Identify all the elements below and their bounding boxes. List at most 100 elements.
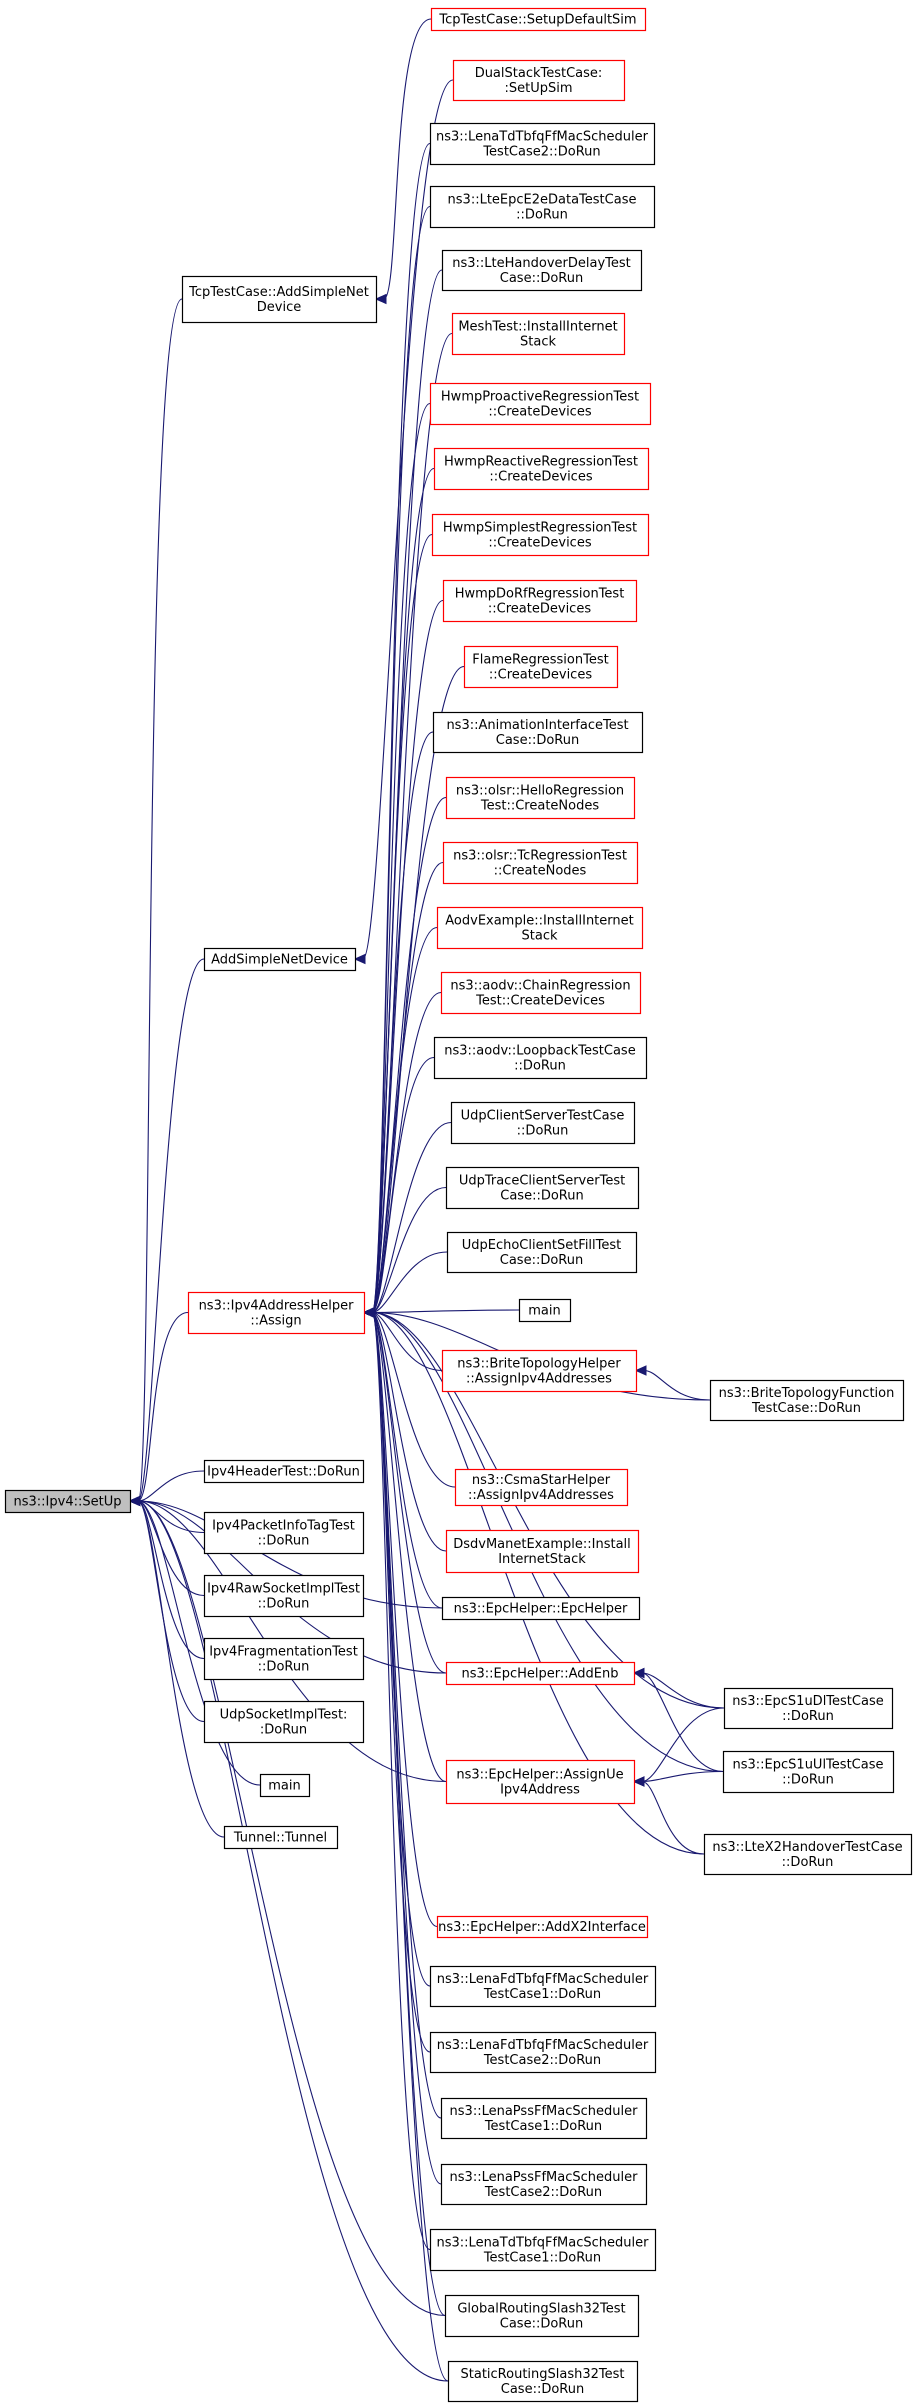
edge-n2-n0 [137,958,205,1502]
edge-n30-n3 [371,1251,448,1314]
graph-node-n0[interactable]: ns3::Ipv4::SetUp [4,1489,132,1514]
graph-node-n23[interactable]: ns3::olsr::HelloRegressionTest::CreateNo… [445,776,636,820]
arrowhead [632,1776,645,1787]
node-label: HwmpSimplestRegressionTest [443,521,637,536]
graph-node-n8[interactable]: UdpSocketImplTest::DoRun [203,1700,365,1744]
graph-node-n27[interactable]: ns3::aodv::LoopbackTestCase::DoRun [433,1036,648,1080]
graph-node-n11[interactable]: TcpTestCase::SetupDefaultSim [430,7,647,32]
node-label: Case::DoRun [500,1253,583,1268]
node-label: ns3::BriteTopologyFunction [719,1386,895,1401]
graph-node-n14[interactable]: ns3::LteEpcE2eDataTestCase::DoRun [429,185,656,229]
graph-node-n31[interactable]: main [518,1298,572,1323]
node-box [429,382,652,426]
node-label: ::CreateNodes [494,864,587,879]
graph-node-n41[interactable]: ns3::LenaPssFfMacSchedulerTestCase1::DoR… [440,2097,648,2140]
node-box [203,947,357,972]
graph-node-n32[interactable]: ns3::BriteTopologyHelper::AssignIpv4Addr… [441,1349,638,1393]
node-box [203,1637,365,1681]
node-label: Case::DoRun [501,2382,584,2397]
node-label: StaticRoutingSlash32Test [461,2367,625,2382]
edge-n14-n3 [371,205,431,1314]
node-label: TestCase2::DoRun [483,2053,601,2068]
graph-node-n36[interactable]: ns3::EpcHelper::AddEnb [445,1661,636,1686]
node-label: UdpSocketImplTest: [220,1708,348,1723]
node-box [447,2360,639,2403]
graph-node-n49[interactable]: ns3::LteX2HandoverTestCase::DoRun [703,1833,913,1876]
graph-node-n35[interactable]: ns3::EpcHelper::EpcHelper [441,1596,641,1621]
graph-node-n6[interactable]: Ipv4RawSocketImplTest::DoRun [203,1574,365,1618]
node-label: FlameRegressionTest [472,653,608,668]
graph-node-n17[interactable]: HwmpProactiveRegressionTest::CreateDevic… [429,382,652,426]
graph-node-n47[interactable]: ns3::EpcS1uDlTestCase::DoRun [723,1687,894,1730]
graph-node-n7[interactable]: Ipv4FragmentationTest::DoRun [203,1637,365,1681]
node-box [203,1700,365,1744]
node-box [433,1036,648,1080]
node-box [440,971,642,1015]
graph-node-n1[interactable]: TcpTestCase::AddSimpleNetDevice [181,275,378,324]
edge-n36-n3 [371,1311,447,1674]
graph-node-n43[interactable]: ns3::LenaTdTbfqFfMacSchedulerTestCase1::… [429,2228,657,2272]
node-box [452,59,626,102]
graph-node-n2[interactable]: AddSimpleNetDevice [203,947,357,972]
node-label: ns3::LenaTdTbfqFfMacScheduler [437,2236,650,2251]
node-label: TestCase2::DoRun [484,2185,602,2200]
node-box [445,1661,636,1686]
graph-node-n20[interactable]: HwmpDoRfRegressionTest::CreateDevices [442,579,638,623]
graph-node-n3[interactable]: ns3::Ipv4AddressHelper::Assign [187,1291,366,1335]
node-label: ::CreateDevices [489,668,592,683]
graph-node-n46[interactable]: ns3::BriteTopologyFunctionTestCase::DoRu… [709,1379,905,1422]
node-label: ::Assign [250,1314,301,1329]
node-label: ns3::aodv::LoopbackTestCase [444,1044,635,1059]
edge-n3-n0 [137,1311,189,1502]
graph-node-n28[interactable]: UdpClientServerTestCase::DoRun [450,1101,636,1145]
node-label: ::CreateDevices [488,536,591,551]
graph-node-n4[interactable]: Ipv4HeaderTest::DoRun [203,1459,365,1484]
graph-node-n10[interactable]: Tunnel::Tunnel [223,1825,339,1850]
graph-node-n33[interactable]: ns3::CsmaStarHelper::AssignIpv4Addresses [454,1468,629,1507]
graph-node-n19[interactable]: HwmpSimplestRegressionTest::CreateDevice… [431,513,650,557]
node-label: ::DoRun [782,1855,834,1870]
graph-node-n24[interactable]: ns3::olsr::TcRegressionTest::CreateNodes [442,841,639,885]
edge-n28-n3 [371,1121,452,1314]
graph-node-n12[interactable]: DualStackTestCase::SetUpSim [452,59,626,102]
node-label: Ipv4HeaderTest::DoRun [207,1465,360,1480]
graph-node-n42[interactable]: ns3::LenaPssFfMacSchedulerTestCase2::DoR… [440,2163,648,2206]
edge-n46-n32 [643,1369,711,1401]
node-label: ns3::LenaFdTbfqFfMacScheduler [437,2038,649,2053]
graph-node-n13[interactable]: ns3::LenaTdTbfqFfMacSchedulerTestCase2::… [429,122,656,166]
node-label: ns3::LenaFdTbfqFfMacScheduler [437,1972,649,1987]
node-box [436,1915,649,1939]
graph-node-n9[interactable]: main [259,1773,311,1798]
graph-node-n40[interactable]: ns3::LenaFdTbfqFfMacSchedulerTestCase2::… [429,2031,657,2074]
graph-node-n21[interactable]: FlameRegressionTest::CreateDevices [463,645,619,689]
node-label: TcpTestCase::SetupDefaultSim [438,13,636,28]
node-box [433,447,650,491]
node-label: ns3::CsmaStarHelper [472,1473,611,1488]
graph-node-n39[interactable]: ns3::LenaFdTbfqFfMacSchedulerTestCase1::… [429,1965,657,2008]
graph-node-n48[interactable]: ns3::EpcS1uUlTestCase::DoRun [722,1750,895,1794]
node-box [441,1596,641,1621]
node-label: main [528,1304,560,1319]
node-box [440,2163,648,2206]
graph-node-n18[interactable]: HwmpReactiveRegressionTest::CreateDevice… [433,447,650,491]
graph-node-n5[interactable]: Ipv4PacketInfoTagTest::DoRun [203,1511,365,1555]
edge-n47-n37 [641,1707,725,1783]
node-label: Test::CreateDevices [475,994,605,1009]
graph-node-n26[interactable]: ns3::aodv::ChainRegressionTest::CreateDe… [440,971,642,1015]
graph-node-n38[interactable]: ns3::EpcHelper::AddX2Interface [436,1915,649,1939]
node-label: ::CreateDevices [489,470,592,485]
node-label: ns3::EpcHelper::EpcHelper [454,1602,628,1617]
node-box [203,1511,365,1555]
node-label: GlobalRoutingSlash32Test [457,2302,625,2317]
node-box [445,1529,640,1574]
